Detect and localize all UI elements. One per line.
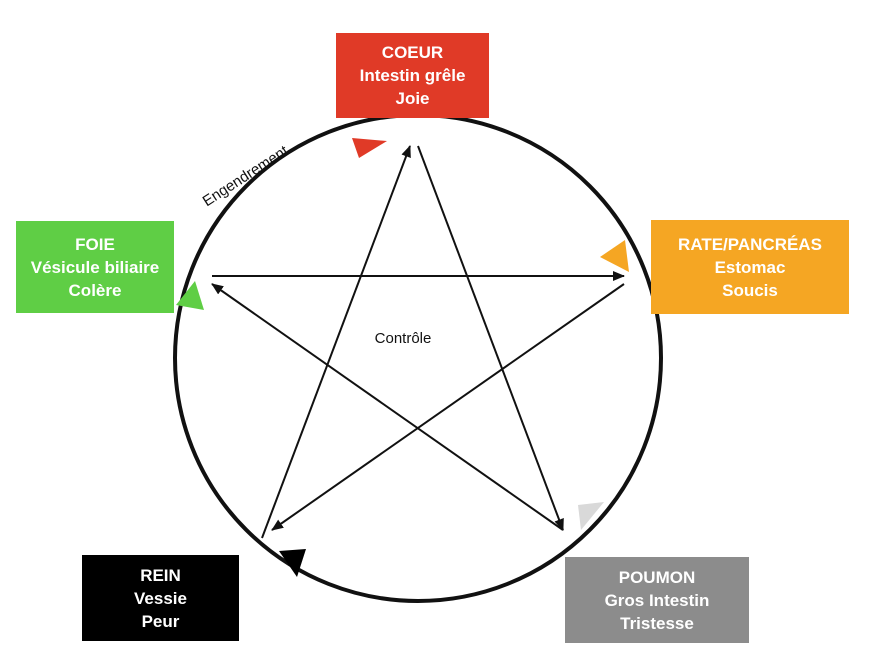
rate-organ: RATE/PANCRÉAS: [678, 234, 822, 254]
controle-arrow-rate-rein: [271, 283, 625, 531]
foie-emotion: Colère: [68, 280, 122, 300]
poumon-box: POUMON Gros Intestin Tristesse: [565, 557, 749, 643]
coeur-emotion: Joie: [395, 89, 430, 108]
controle-arrow-poumon-foie: [211, 283, 564, 531]
rein-box: REIN Vessie Peur: [82, 555, 239, 641]
rate-emotion: Soucis: [722, 280, 778, 300]
foie-box: FOIE Vésicule biliaire Colère: [16, 221, 174, 313]
coeur-viscera: Intestin grêle: [359, 66, 466, 85]
controle-arrow-coeur-poumon: [417, 145, 564, 531]
poumon-emotion: Tristesse: [620, 613, 694, 633]
arrow-poumon-to-rein-icon: [279, 549, 306, 577]
coeur-box: COEUR Intestin grêle Joie: [336, 33, 489, 118]
engendrement-cycle-circle: [173, 113, 663, 603]
poumon-organ: POUMON: [618, 567, 696, 587]
rein-organ: REIN: [140, 565, 181, 585]
engendrement-label: Engendrement: [200, 142, 292, 210]
poumon-viscera: Gros Intestin: [604, 590, 710, 610]
rein-viscera: Vessie: [134, 588, 187, 608]
rein-emotion: Peur: [141, 611, 180, 631]
arrow-coeur-to-rate-icon: [600, 240, 629, 272]
foie-viscera: Vésicule biliaire: [30, 257, 160, 277]
arrow-foie-to-coeur-icon: [352, 138, 387, 158]
coeur-organ: COEUR: [381, 43, 444, 62]
arrow-rate-to-poumon-icon: [578, 502, 604, 530]
rate-pancreas-box: RATE/PANCRÉAS Estomac Soucis: [651, 220, 849, 314]
arrow-rein-to-foie-icon: [176, 281, 204, 310]
controle-arrow-rein-coeur: [261, 145, 411, 539]
rate-viscera: Estomac: [714, 257, 786, 277]
controle-label: Contrôle: [375, 330, 432, 347]
foie-organ: FOIE: [75, 234, 115, 254]
controle-star: [211, 145, 625, 539]
